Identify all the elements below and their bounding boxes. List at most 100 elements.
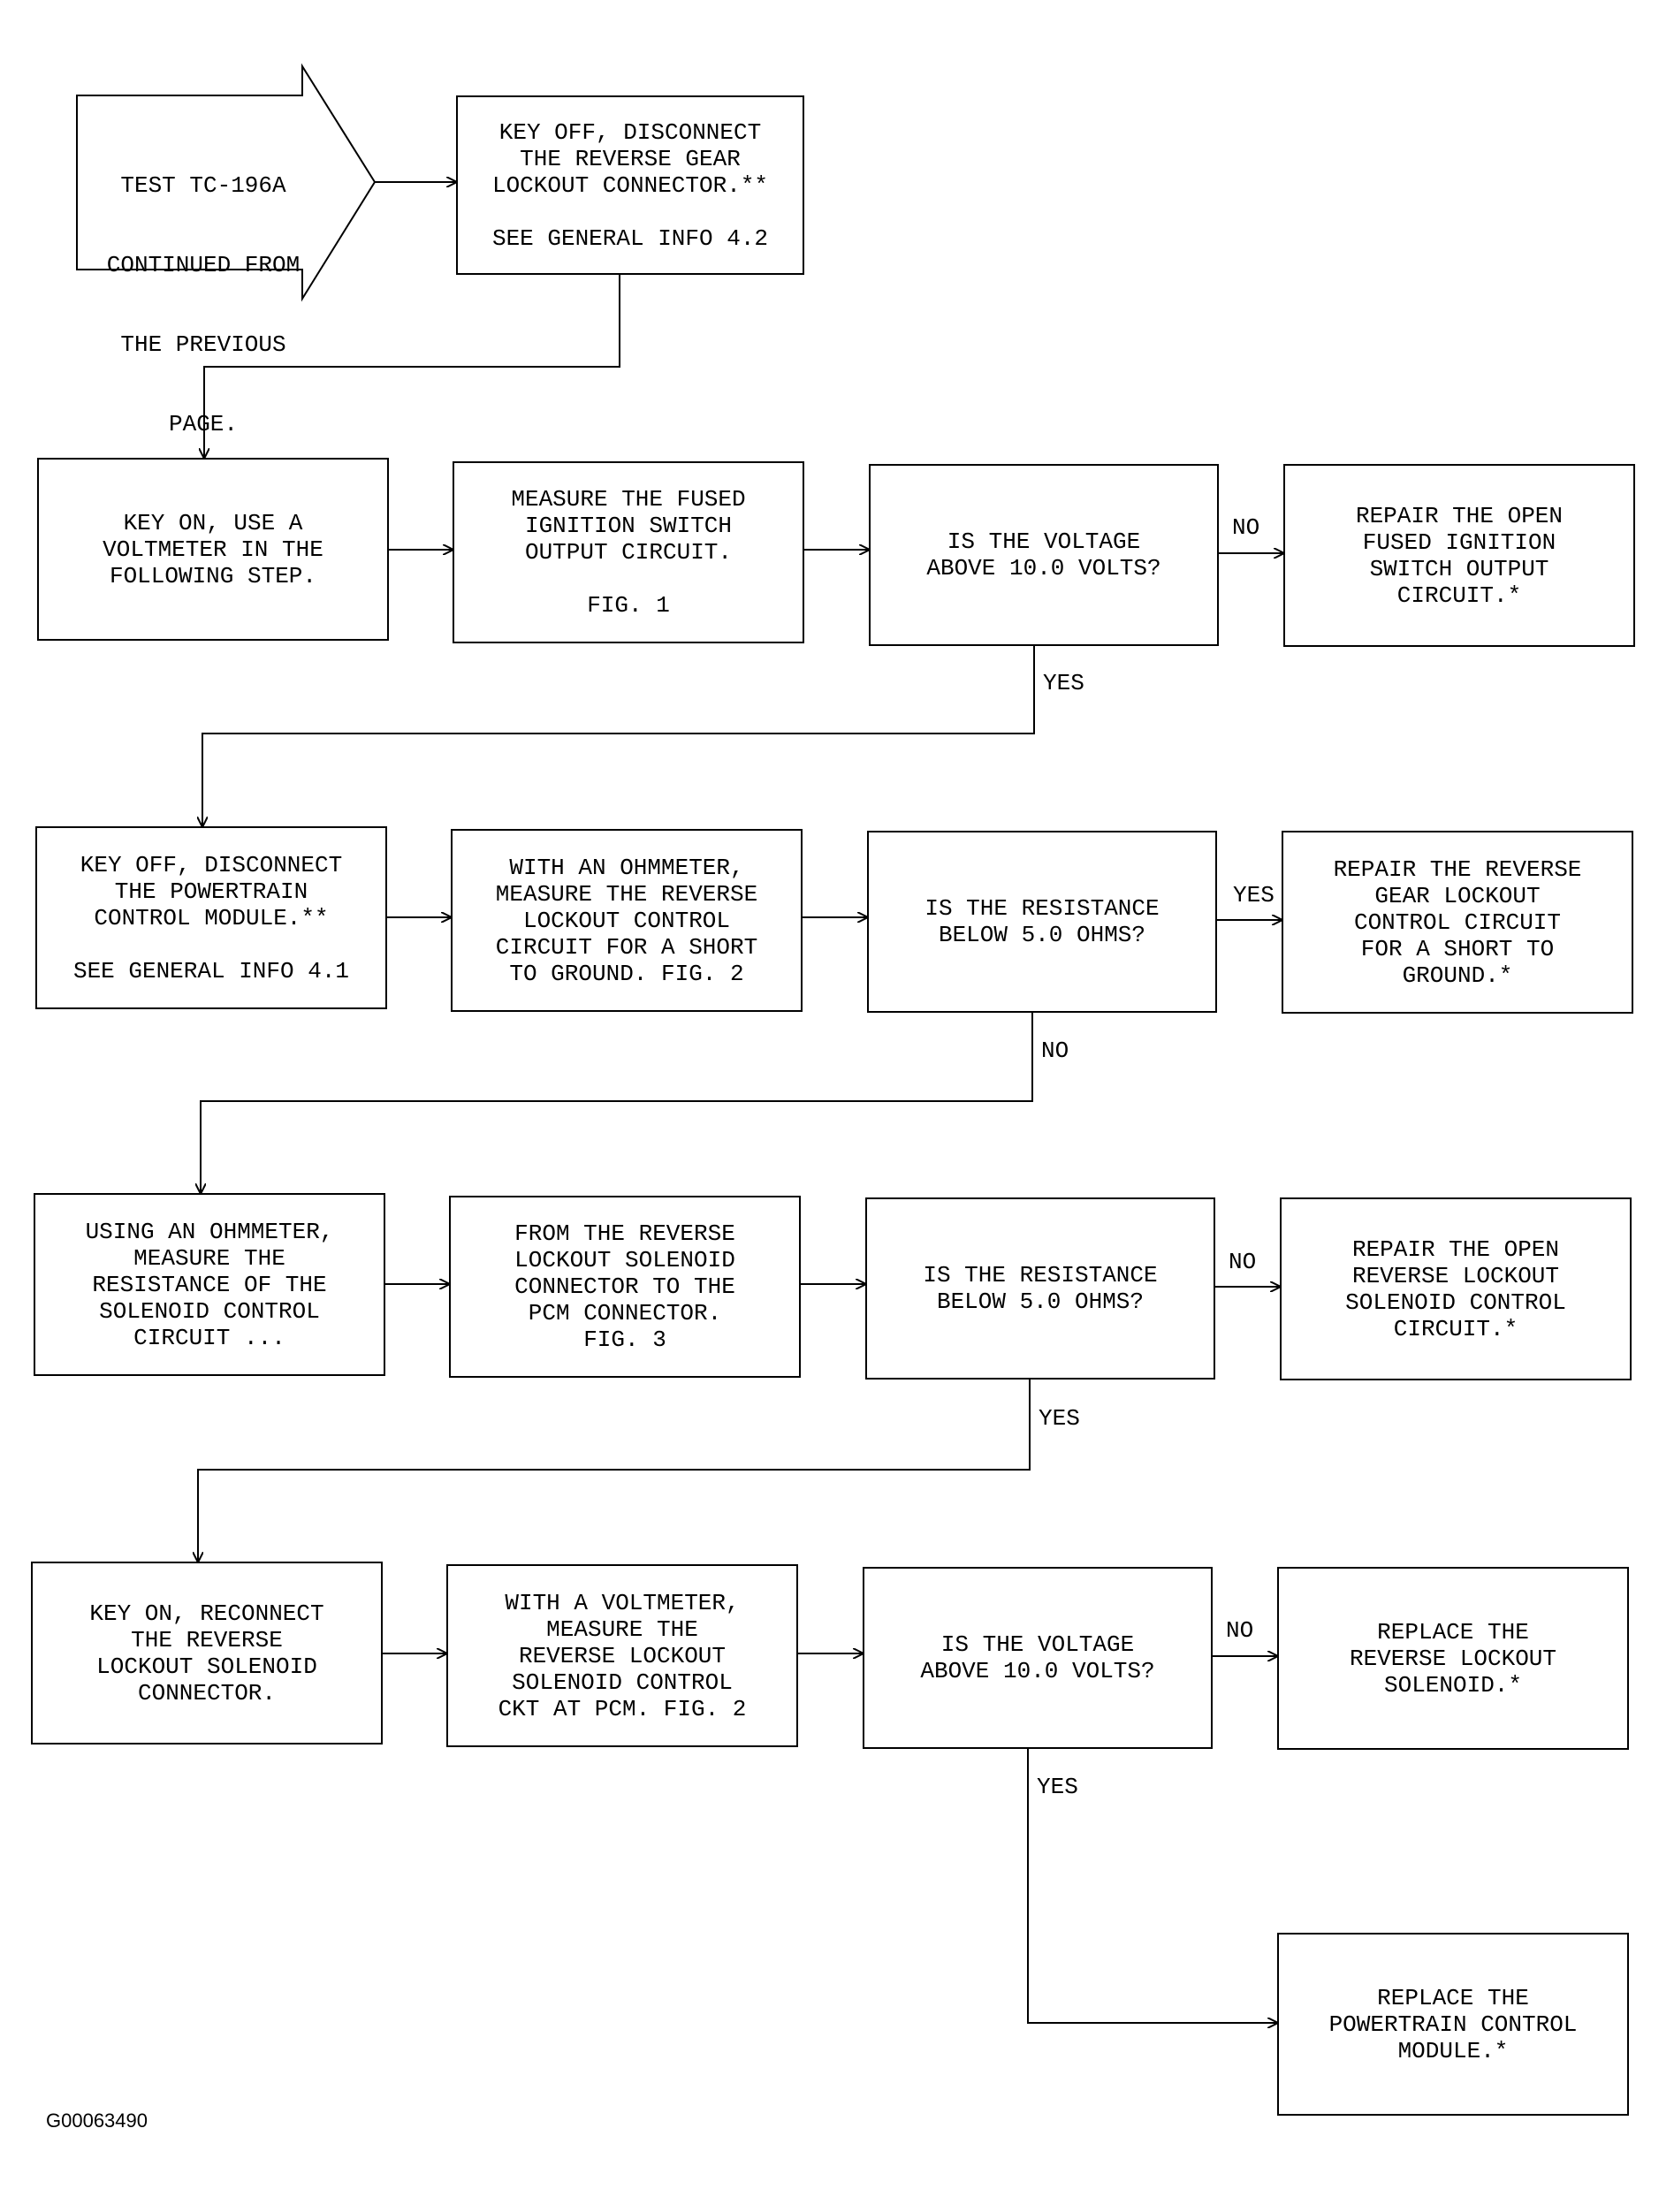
- start-line: TEST TC-196A: [120, 172, 286, 199]
- box-text-line: IS THE RESISTANCE: [923, 1262, 1158, 1288]
- start-arrow-shape: [76, 63, 377, 302]
- box-text-line: LOCKOUT SOLENOID: [96, 1653, 317, 1680]
- box-text-line: FOLLOWING STEP.: [109, 562, 317, 589]
- box-text-line: THE POWERTRAIN: [114, 878, 308, 905]
- box-text-line: SEE GENERAL INFO 4.2: [491, 224, 769, 252]
- box-text-line: VOLTMETER IN THE: [103, 536, 323, 563]
- connector-disconnect-to-key-on: [204, 274, 620, 458]
- box-text-line: FOR A SHORT TO: [1360, 935, 1555, 962]
- box-text-line: THE REVERSE GEAR: [520, 145, 741, 172]
- figure-id: G00063490: [46, 2109, 148, 2132]
- box-text-line: KEY ON, RECONNECT: [89, 1600, 324, 1627]
- box-text-line: RESISTANCE OF THE: [92, 1271, 327, 1298]
- box-text-line: WITH AN OHMMETER,: [509, 854, 744, 881]
- box-text-line: GROUND.*: [1402, 962, 1513, 989]
- box-text-line: KEY ON, USE A: [123, 509, 303, 536]
- box-text-line: THE REVERSE: [131, 1626, 283, 1653]
- label-no-voltage-1: NO: [1232, 514, 1260, 541]
- box-text-line: LOCKOUT CONNECTOR.**: [491, 171, 769, 199]
- box-text-line: MODULE.*: [1397, 2037, 1509, 2064]
- label-no-resistance-2: NO: [1229, 1249, 1257, 1275]
- connector-yes-to-replace-pcm: [1027, 1748, 1277, 2023]
- box-text-line: BELOW 5.0 OHMS?: [936, 1288, 1145, 1315]
- box-text-line: ABOVE 10.0 VOLTS?: [926, 555, 1161, 582]
- box-text-line: CIRCUIT ...: [133, 1324, 285, 1351]
- box-text-line: MEASURE THE FUSED: [511, 486, 746, 513]
- box-text-line: USING AN OHMMETER,: [85, 1218, 334, 1245]
- label-yes-voltage-2: YES: [1037, 1774, 1078, 1800]
- box-text-line: IS THE VOLTAGE: [947, 528, 1141, 555]
- connector-yes-to-reconnect: [198, 1379, 1031, 1562]
- box-text-line: CIRCUIT.*: [1393, 1315, 1518, 1342]
- box-text-line: REPAIR THE REVERSE: [1333, 855, 1582, 883]
- box-text-line: REPAIR THE OPEN: [1355, 502, 1564, 529]
- box-text-line: MEASURE THE REVERSE: [495, 880, 758, 908]
- label-no-voltage-2: NO: [1226, 1617, 1254, 1644]
- box-text-line: OUTPUT CIRCUIT.: [524, 539, 733, 566]
- box-text-line: CONTROL CIRCUIT: [1353, 908, 1562, 936]
- box-text-line: CONTROL MODULE.**: [94, 904, 329, 931]
- box-text-line: ABOVE 10.0 VOLTS?: [920, 1658, 1155, 1684]
- box-text-line: SOLENOID CONTROL: [99, 1297, 320, 1325]
- start-text: TEST TC-196A CONTINUED FROM THE PREVIOUS…: [71, 119, 336, 464]
- start-line: CONTINUED FROM: [106, 252, 301, 278]
- box-text-line: KEY OFF, DISCONNECT: [80, 851, 343, 878]
- label-yes-resistance-1: YES: [1233, 882, 1275, 908]
- box-text-line: LOCKOUT SOLENOID: [514, 1247, 735, 1273]
- label-yes-resistance-2: YES: [1039, 1405, 1080, 1432]
- box-text-line: REVERSE LOCKOUT: [518, 1642, 727, 1669]
- box-text-line: REVERSE LOCKOUT: [1351, 1262, 1560, 1289]
- box-text-line: PCM CONNECTOR.: [528, 1300, 722, 1326]
- start-line: PAGE.: [168, 411, 238, 437]
- box-text-line: FIG. 3: [583, 1326, 666, 1353]
- box-text-line: WITH A VOLTMETER,: [505, 1589, 740, 1616]
- box-text-line: FROM THE REVERSE: [514, 1220, 735, 1247]
- label-yes-voltage-1: YES: [1043, 670, 1084, 696]
- start-line: THE PREVIOUS: [120, 331, 286, 358]
- box-text-line: REPAIR THE OPEN: [1351, 1235, 1560, 1263]
- box-text-line: IS THE RESISTANCE: [925, 895, 1160, 922]
- box-text-line: SEE GENERAL INFO 4.1: [72, 957, 350, 984]
- box-text-line: IS THE VOLTAGE: [940, 1631, 1135, 1658]
- box-text-line: SWITCH OUTPUT: [1369, 555, 1549, 582]
- box-text-line: FIG. 1: [587, 592, 670, 619]
- box-text-line: REPLACE THE: [1377, 1618, 1529, 1646]
- box-text-line: REVERSE LOCKOUT: [1349, 1645, 1557, 1672]
- box-text-line: SOLENOID.*: [1383, 1671, 1523, 1699]
- box-text-line: SOLENOID CONTROL: [1345, 1288, 1566, 1316]
- connector-yes-to-disconnect-pcm: [202, 645, 1035, 826]
- box-text-line: TO GROUND. FIG. 2: [509, 960, 744, 987]
- label-no-resistance-1: NO: [1041, 1038, 1069, 1064]
- box-text-line: CIRCUIT FOR A SHORT: [495, 933, 758, 961]
- box-text-line: KEY OFF, DISCONNECT: [498, 118, 762, 146]
- box-text-line: MEASURE THE: [546, 1615, 698, 1643]
- box-text-line: REPLACE THE: [1377, 1984, 1529, 2011]
- box-text-line: BELOW 5.0 OHMS?: [938, 922, 1146, 948]
- box-text-line: CKT AT PCM. FIG. 2: [498, 1695, 747, 1722]
- box-text-line: LOCKOUT CONTROL: [522, 907, 731, 934]
- box-text-line: CONNECTOR.: [137, 1679, 277, 1707]
- box-text-line: POWERTRAIN CONTROL: [1328, 2011, 1578, 2038]
- box-text-line: MEASURE THE: [133, 1244, 285, 1272]
- box-text-line: FUSED IGNITION: [1362, 528, 1556, 556]
- box-text-line: SOLENOID CONTROL: [512, 1669, 733, 1696]
- box-text-line: IGNITION SWITCH: [524, 513, 733, 539]
- box-text-line: CONNECTOR TO THE: [514, 1273, 735, 1300]
